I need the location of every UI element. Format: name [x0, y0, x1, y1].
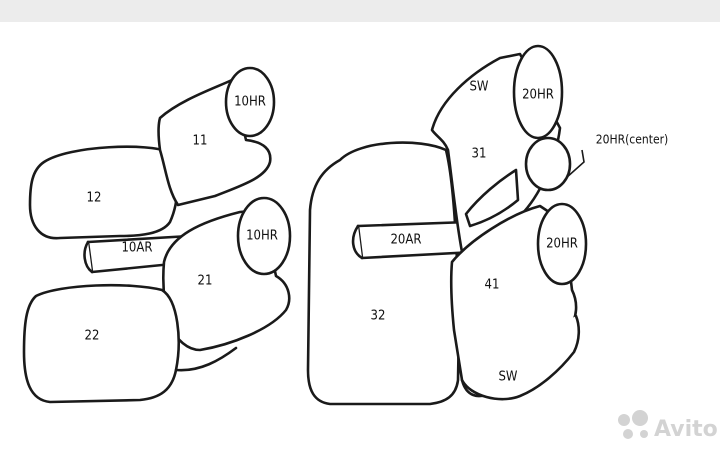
part-41-side-edge — [460, 314, 581, 401]
label-20hr-right: 20HR — [546, 237, 578, 252]
avito-watermark: Avito — [618, 410, 718, 442]
avito-logo-icon — [618, 410, 648, 439]
label-10hr-mid: 10HR — [246, 229, 278, 244]
leader-line-20hr-center — [565, 149, 585, 179]
part-10ar-armrest-end — [83, 240, 94, 274]
label-41: 41 — [485, 278, 500, 293]
part-11-seat-back — [157, 78, 272, 207]
top-noise-band — [0, 0, 720, 22]
part-20hr-right-headrest — [536, 202, 588, 286]
label-21: 21 — [198, 274, 213, 289]
part-20ar-armrest-end — [351, 224, 364, 260]
part-12-seat-back — [28, 145, 179, 240]
part-10hr-top-headrest — [224, 66, 276, 138]
label-sw-top: SW — [470, 80, 489, 95]
label-10hr-top: 10HR — [234, 95, 266, 110]
watermark-text: Avito — [654, 417, 718, 442]
label-sw-bottom: SW — [499, 370, 518, 385]
part-22-seat-cushion — [22, 283, 180, 404]
label-20hr-center: 20HR(center) — [596, 133, 669, 147]
part-20hr-center-headrest — [524, 136, 572, 192]
label-10ar: 10AR — [121, 241, 152, 256]
label-12: 12 — [87, 191, 102, 206]
label-11: 11 — [193, 134, 208, 149]
part-32-seat-back — [306, 141, 460, 406]
part-10hr-mid-headrest — [236, 196, 292, 276]
part-22-seat-cushion-edge — [174, 346, 238, 372]
label-20hr-top: 20HR — [522, 88, 554, 103]
label-32: 32 — [371, 309, 386, 324]
label-31: 31 — [472, 147, 487, 162]
label-20ar: 20AR — [390, 233, 421, 248]
part-31-inner-fold — [464, 168, 520, 228]
part-20hr-top-headrest — [512, 44, 564, 140]
label-22: 22 — [85, 329, 100, 344]
